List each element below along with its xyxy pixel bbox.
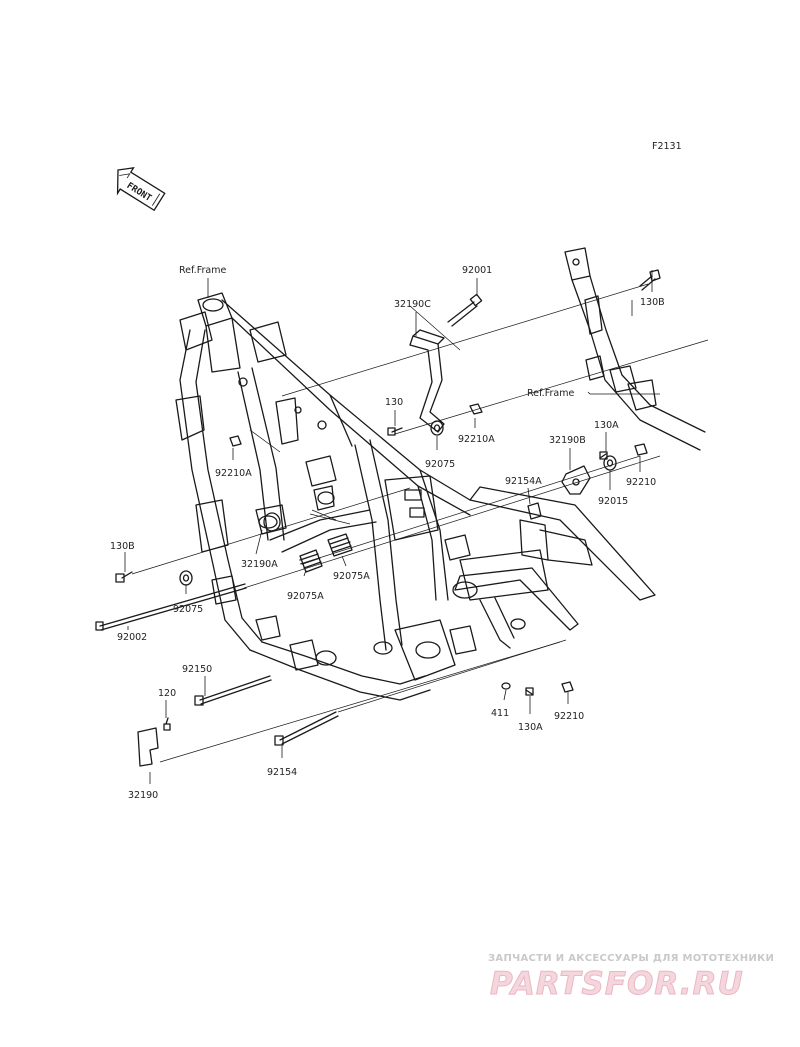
leader-lines: [124, 270, 660, 784]
assembly-lines: [131, 283, 709, 763]
rear-subframe: [564, 247, 706, 451]
part-130B-top: 130B: [640, 297, 665, 308]
part-130A-bottom: 130A: [518, 722, 543, 733]
bracket-32190B: [561, 465, 591, 495]
ref-frame-label-left: Ref.Frame: [179, 265, 226, 276]
part-32190: 32190: [128, 790, 158, 801]
bracket-32190C: [409, 329, 445, 433]
part-92154: 92154: [267, 767, 297, 778]
watermark-logo: PARTSFOR.RU: [490, 966, 744, 1003]
bracket-32190: [137, 727, 159, 767]
front-direction-arrow: FRONT: [116, 167, 166, 212]
swingarm: [444, 486, 656, 655]
part-92154A: 92154A: [505, 476, 542, 487]
part-130: 130: [385, 397, 403, 408]
part-120: 120: [158, 688, 176, 699]
part-92210A-left: 92210A: [215, 468, 252, 479]
part-92075-left: 92075: [173, 604, 203, 615]
ref-frame-label-right: Ref.Frame: [527, 388, 574, 399]
part-92075A-a: 92075A: [287, 591, 324, 602]
main-frame: [175, 292, 471, 701]
labels: F2131 Ref.Frame Ref.Frame 92001 130B 321…: [110, 141, 682, 801]
part-92075A-b: 92075A: [333, 571, 370, 582]
part-130B-left: 130B: [110, 541, 135, 552]
bolts: [95, 269, 661, 746]
part-32190B: 32190B: [549, 435, 586, 446]
part-92210-right: 92210: [626, 477, 656, 488]
part-92210A-mid: 92210A: [458, 434, 495, 445]
part-92015: 92015: [598, 496, 628, 507]
part-32190C: 32190C: [394, 299, 431, 310]
part-130A-top: 130A: [594, 420, 619, 431]
watermark-tagline: ЗАПЧАСТИ И АКСЕССУАРЫ ДЛЯ МОТОТЕХНИКИ: [488, 953, 775, 964]
figure-code: F2131: [652, 141, 682, 152]
part-32190A: 32190A: [241, 559, 278, 570]
part-92002: 92002: [117, 632, 147, 643]
part-92001: 92001: [462, 265, 492, 276]
part-411: 411: [491, 708, 509, 719]
part-92210-bottom: 92210: [554, 711, 584, 722]
part-92075-mid: 92075: [425, 459, 455, 470]
part-92150: 92150: [182, 664, 212, 675]
nuts-spacers: [179, 403, 648, 693]
